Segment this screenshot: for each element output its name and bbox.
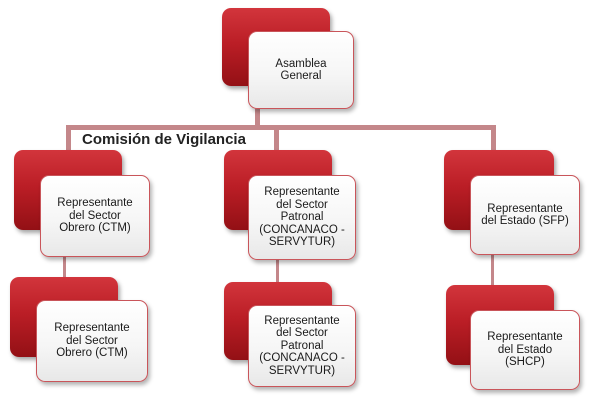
branch-right-bottom-node: Representante del Estado (SHCP) bbox=[470, 310, 580, 390]
branch-left-top-node: Representante del Sector Obrero (CTM) bbox=[40, 175, 150, 257]
branch-right-bottom-label: Representante del Estado (SHCP) bbox=[487, 331, 563, 369]
connector-root-to-bar bbox=[255, 108, 260, 130]
connector-left-vertical bbox=[63, 250, 66, 280]
connector-bar-center bbox=[274, 125, 279, 155]
branch-center-bottom-node: Representante del Sector Patronal (CONCA… bbox=[248, 305, 356, 387]
branch-left-bottom-label: Representante del Sector Obrero (CTM) bbox=[54, 322, 130, 360]
root-node-label: Asamblea General bbox=[275, 57, 327, 83]
branch-right-top-label: Representante del Estado (SFP) bbox=[481, 202, 569, 228]
branch-center-top-node: Representante del Sector Patronal (CONCA… bbox=[248, 175, 356, 260]
root-node: Asamblea General bbox=[248, 31, 354, 109]
committee-horizontal-bar bbox=[66, 125, 496, 130]
connector-center-vertical bbox=[276, 255, 279, 285]
connector-right-vertical bbox=[491, 250, 494, 288]
committee-label: Comisión de Vigilancia bbox=[82, 131, 246, 148]
branch-center-bottom-label: Representante del Sector Patronal (CONCA… bbox=[259, 314, 345, 377]
branch-right-top-node: Representante del Estado (SFP) bbox=[470, 175, 580, 255]
connector-bar-left bbox=[66, 125, 71, 155]
connector-bar-right bbox=[491, 125, 496, 155]
branch-center-top-label: Representante del Sector Patronal (CONCA… bbox=[259, 186, 345, 249]
branch-left-bottom-node: Representante del Sector Obrero (CTM) bbox=[36, 300, 148, 382]
branch-left-top-label: Representante del Sector Obrero (CTM) bbox=[57, 197, 133, 235]
